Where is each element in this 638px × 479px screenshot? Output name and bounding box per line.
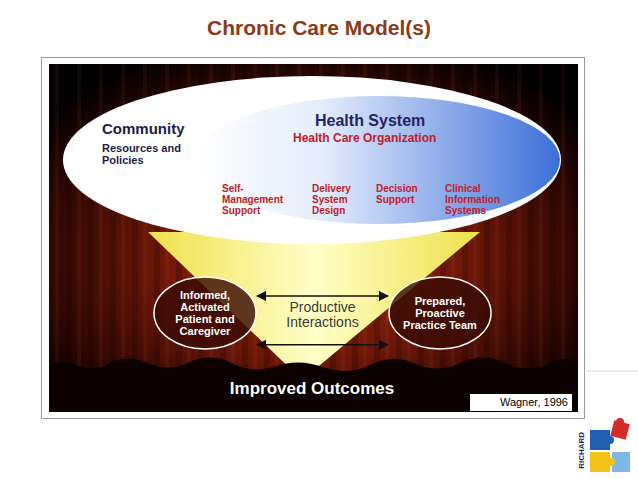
system-heading: Health System [315, 112, 485, 130]
community-ellipse: CommunityResources and PoliciesHealth Sy… [62, 75, 562, 245]
slide-title: Chronic Care Model(s) [0, 16, 638, 39]
system-subheading: Health Care Organization [293, 132, 503, 145]
edge-label: Productive Interactions [268, 300, 378, 329]
practice-team-circle: Prepared, Proactive Practice Team [388, 276, 492, 350]
element-label: Delivery System Design [312, 183, 360, 216]
outcome-label: Improved Outcomes [212, 380, 412, 399]
element-label: Self-Management Support [222, 183, 286, 216]
logo-text: RICHARD [578, 420, 587, 479]
ellipse-shape [389, 277, 491, 349]
circle-label: Prepared, Proactive Practice Team [396, 295, 484, 331]
health-system-ellipse: Health SystemHealth Care OrganizationSel… [195, 95, 561, 225]
puzzle-knob [606, 436, 614, 444]
curtain-folds [49, 64, 578, 412]
circle-label: Informed, Activated Patient and Caregive… [161, 289, 249, 337]
puzzle-knob [616, 418, 624, 426]
patient-circle: Informed, Activated Patient and Caregive… [153, 276, 257, 350]
rule-line [586, 371, 638, 372]
element-label: Clinical Information Systems [445, 183, 507, 216]
element-label: Decision Support [376, 183, 426, 205]
citation-box: Wagner, 1996 [470, 394, 572, 411]
curtain-backdrop [49, 64, 578, 412]
interaction-arrow [257, 344, 388, 346]
puzzle-knob [607, 458, 615, 466]
ellipse-shape [196, 96, 560, 224]
citation-text: Wagner, 1996 [470, 396, 568, 408]
ellipse-shape [63, 76, 561, 244]
audience-silhouette [49, 357, 578, 412]
puzzle-logo [590, 418, 630, 472]
ellipse-shape [154, 277, 256, 349]
group-heading: Community [102, 121, 222, 138]
group-subheading: Resources and Policies [102, 142, 192, 166]
image-frame [42, 58, 585, 419]
interaction-arrow [257, 295, 388, 297]
